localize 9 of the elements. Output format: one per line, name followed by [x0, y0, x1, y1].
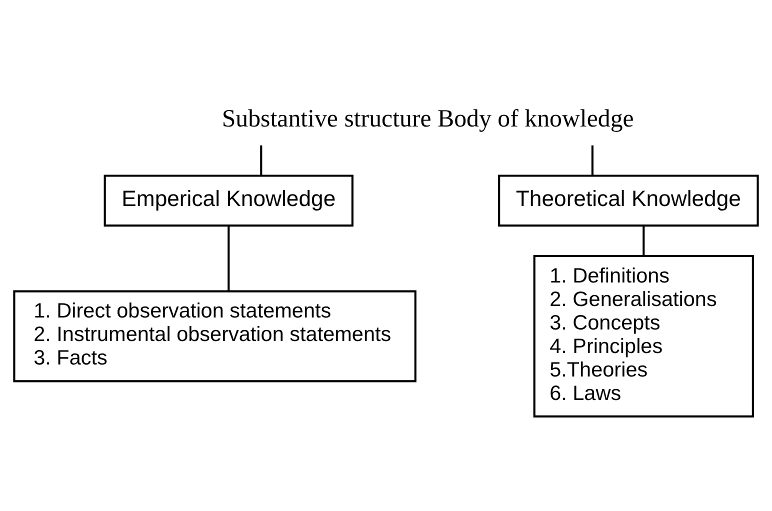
connector [642, 226, 645, 256]
node-box: Emperical Knowledge [104, 174, 354, 226]
connector [228, 226, 230, 291]
connector [591, 144, 594, 175]
node-box: 1. Direct observation statements 2. Instrumental observation statements 3. Facts [13, 290, 416, 382]
connector [260, 144, 262, 175]
node-box: Theoretical Knowledge [498, 174, 759, 226]
node-text: Substantive structure Body of knowledge [222, 105, 634, 132]
node-box: 1. Definitions 2. Generalisations 3. Concepts 4. Principles 5.Theories 6. Laws [533, 254, 754, 417]
